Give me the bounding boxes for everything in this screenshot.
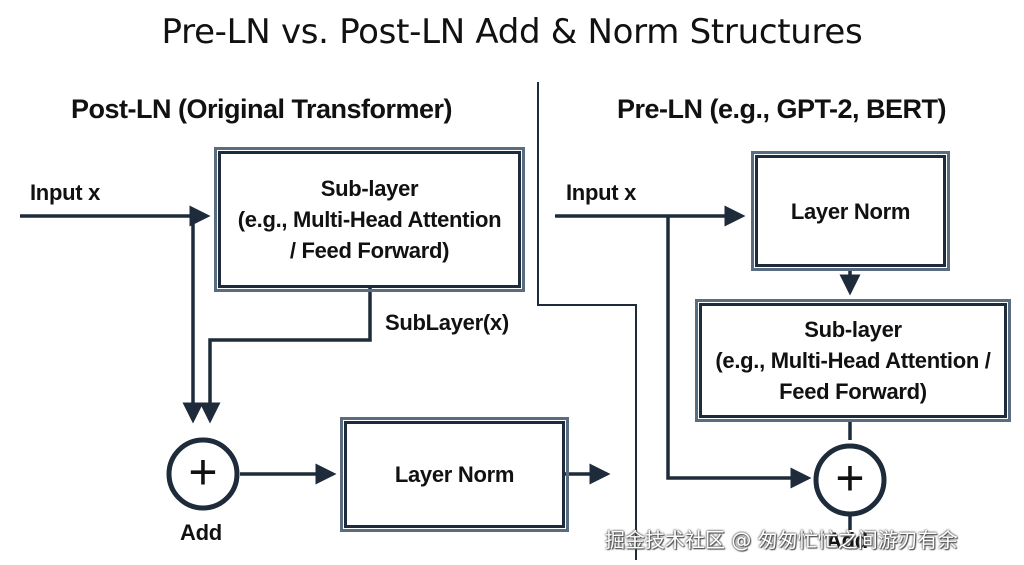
pre-layer-norm-box: Layer Norm: [751, 151, 950, 271]
pre-add-plus-icon: +: [835, 450, 865, 506]
pre-add-circle: [813, 443, 887, 517]
post-sublayer-output-arrow: [199, 288, 372, 424]
pre-residual-arrow: [666, 216, 812, 489]
pre-layer-norm-label: Layer Norm: [790, 198, 911, 224]
post-sublayer-output-label: SubLayer(x): [385, 310, 509, 335]
pre-sublayer-box-label: Sub-layer (e.g., Multi-Head Attention / …: [715, 317, 991, 404]
post-add-plus-icon: +: [188, 444, 218, 500]
post-add-label: Add: [180, 520, 222, 545]
section-divider: [537, 82, 637, 560]
post-add-circle: [166, 437, 240, 511]
pre-input-label: Input x: [566, 180, 637, 205]
pre-ln-heading: Pre-LN (e.g., GPT-2, BERT): [617, 94, 947, 124]
watermark: 掘金技术社区 @ 匆匆忙忙之间游刃有余: [605, 528, 958, 552]
post-sublayer-box: Sub-layer (e.g., Multi-Head Attention / …: [214, 147, 525, 292]
post-input-label: Input x: [30, 180, 101, 205]
pre-add-label: Add: [826, 528, 868, 553]
page-title: Pre-LN vs. Post-LN Add & Norm Structures: [161, 12, 863, 52]
post-ln-heading: Post-LN (Original Transformer): [71, 94, 453, 124]
pre-sublayer-box: Sub-layer (e.g., Multi-Head Attention / …: [695, 299, 1011, 422]
post-layer-norm-label: Layer Norm: [394, 462, 515, 487]
post-layer-norm-box: Layer Norm: [340, 417, 569, 532]
post-sublayer-box-label: Sub-layer (e.g., Multi-Head Attention / …: [237, 176, 502, 263]
